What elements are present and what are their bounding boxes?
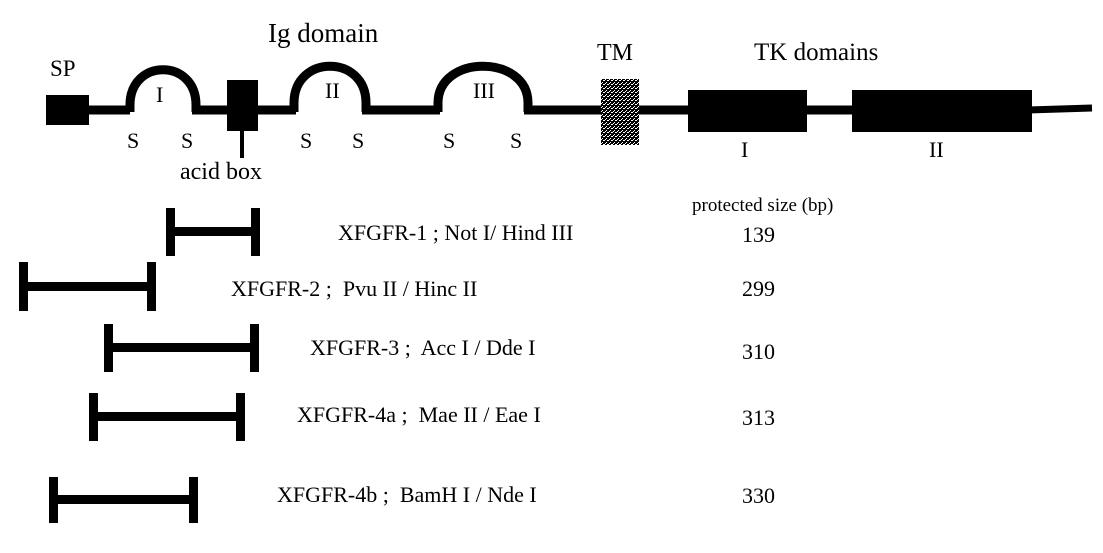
cysteine-mark-6: S (510, 128, 523, 153)
receptor-backbone (86, 61, 1093, 115)
probe-bracket-4b (49, 477, 198, 523)
cysteine-mark-3: S (300, 128, 313, 153)
ig-loop-3-roman: III (473, 78, 495, 103)
protected-size-1: 139 (742, 222, 775, 247)
tk-domain-2-roman: II (929, 137, 944, 162)
tk-domain-box-2 (852, 90, 1032, 132)
ig-domain-label: Ig domain (268, 18, 379, 48)
protected-size-header: protected size (bp) (692, 195, 834, 216)
ig-loop-3 (433, 61, 533, 112)
probe-label-2: XFGFR-2 ; Pvu II / Hinc II (231, 276, 478, 301)
ig-loop-2 (289, 61, 371, 112)
cysteine-mark-2: S (181, 128, 194, 153)
cysteine-mark-5: S (443, 128, 456, 153)
probe-bracket-1 (166, 208, 260, 256)
protected-size-4a: 313 (742, 405, 775, 430)
probe-bracket-4a (89, 393, 245, 441)
probe-label-4a: XFGFR-4a ; Mae II / Eae I (297, 402, 541, 427)
acid-box (227, 80, 258, 158)
probe-label-1: XFGFR-1 ; Not I/ Hind III (338, 220, 574, 245)
probe-bracket-2 (19, 262, 156, 311)
cysteine-mark-4: S (352, 128, 365, 153)
protected-size-2: 299 (742, 276, 775, 301)
acid-box-label: acid box (180, 159, 262, 185)
tk-domains-label: TK domains (754, 39, 879, 66)
cysteine-mark-1: S (127, 128, 140, 153)
tk-domain-box-1 (688, 90, 807, 132)
protected-size-4b: 330 (742, 483, 775, 508)
transmembrane-box (601, 79, 639, 145)
ig-loop-2-roman: II (325, 78, 340, 103)
probe-label-4b: XFGFR-4b ; BamH I / Nde I (277, 482, 537, 507)
ig-loop-1-roman: I (156, 82, 164, 107)
probe-bracket-3 (104, 324, 259, 372)
ig-loop-1 (125, 65, 201, 112)
signal-peptide-label: SP (50, 56, 76, 81)
probe-label-3: XFGFR-3 ; Acc I / Dde I (310, 335, 536, 360)
transmembrane-label: TM (597, 40, 633, 66)
signal-peptide-box (46, 95, 89, 125)
protected-size-3: 310 (742, 339, 775, 364)
tk-domain-1-roman: I (741, 137, 749, 162)
